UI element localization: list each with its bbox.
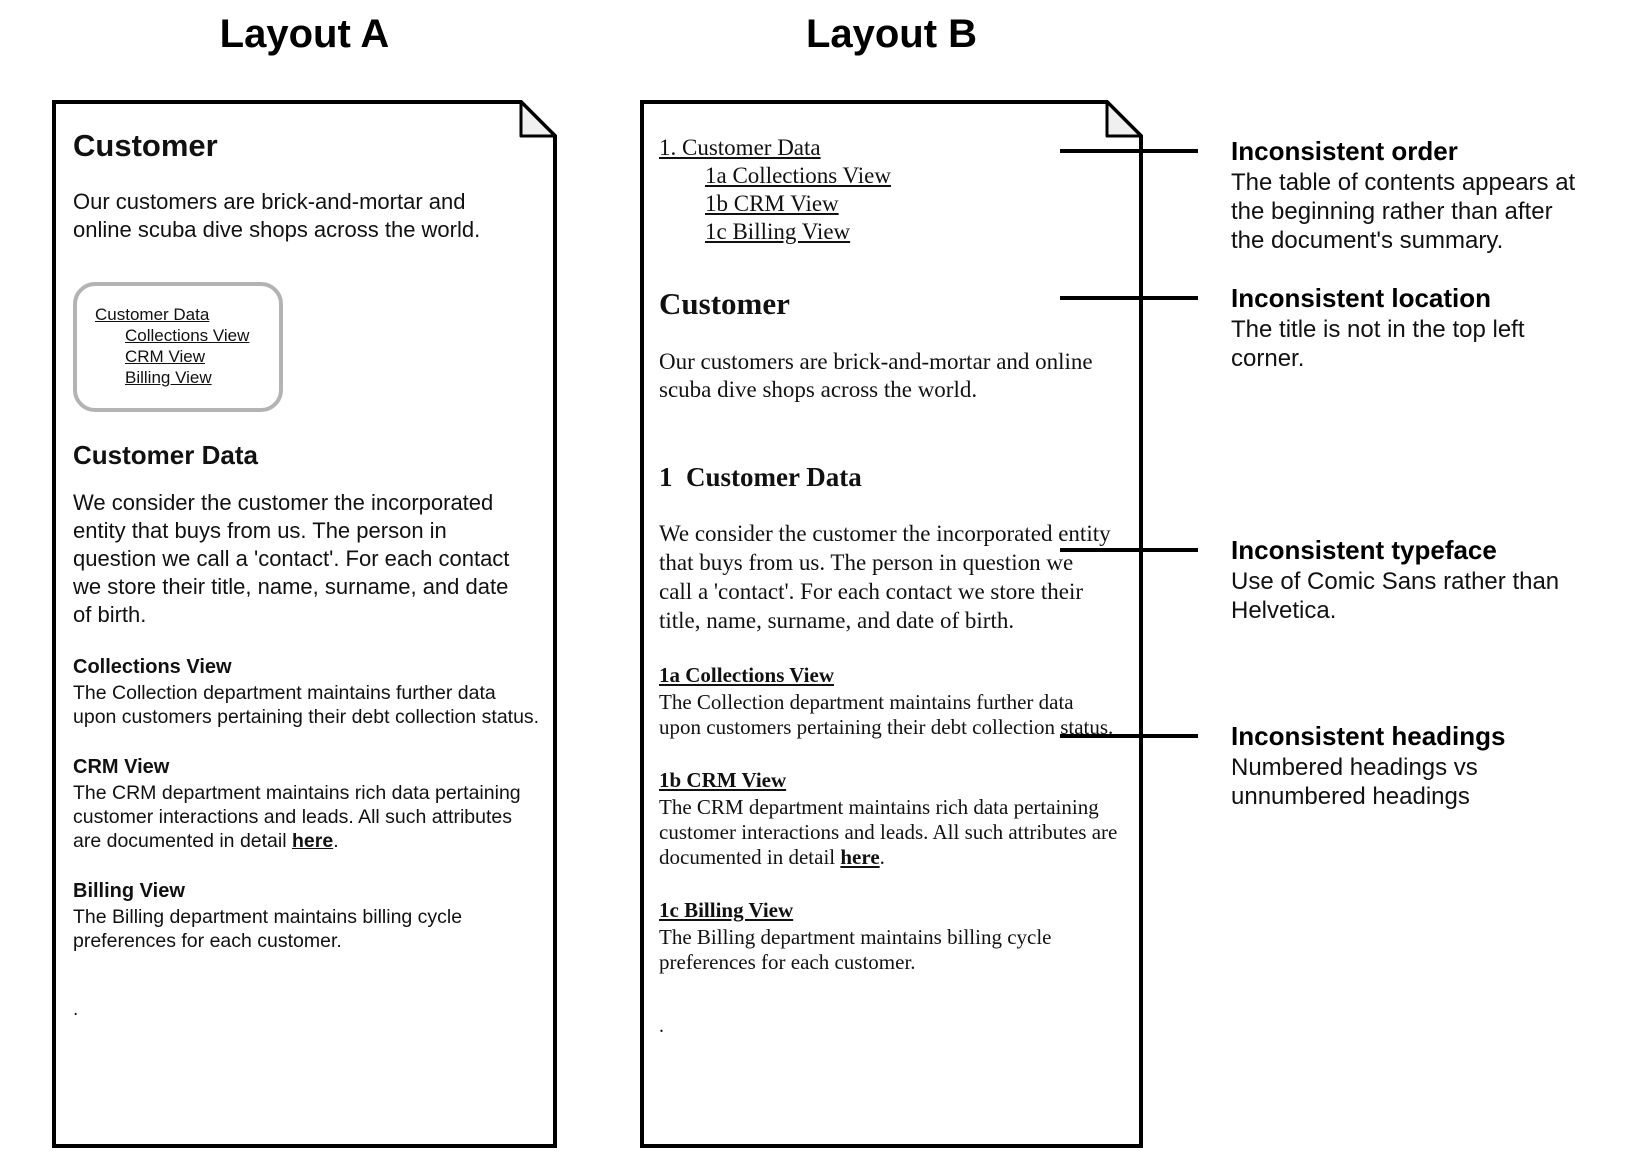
doc-a-billing-heading: Billing View <box>73 880 185 902</box>
document-a-content: Customer Our customers are brick-and-mor… <box>52 100 557 1148</box>
here-link[interactable]: here <box>291 830 334 852</box>
doc-a-trailing-period: . <box>73 999 79 1020</box>
document-layout-b: 1. Customer Data 1a Collections View 1b … <box>640 100 1143 1148</box>
page-outline-with-folded-corner-icon <box>52 100 557 1148</box>
annotation-title: Inconsistent order <box>1231 136 1458 166</box>
page-outline-with-folded-corner-icon <box>640 100 1143 1148</box>
annotation-inconsistent-typeface: Inconsistent typeface Use of Comic Sans … <box>1231 535 1603 625</box>
annotation-inconsistent-order: Inconsistent order The table of contents… <box>1231 136 1603 255</box>
toc-link-crm-view[interactable]: CRM View <box>125 347 205 366</box>
document-layout-a: Customer Our customers are brick-and-mor… <box>52 100 557 1148</box>
doc-a-section-heading: Customer Data <box>73 440 258 470</box>
annotation-title: Inconsistent headings <box>1231 721 1506 751</box>
here-link[interactable]: here <box>840 845 880 869</box>
annotation-title: Inconsistent typeface <box>1231 535 1497 565</box>
doc-b-collections-body: The Collection department maintains furt… <box>659 690 1114 739</box>
doc-b-billing-body: The Billing department maintains billing… <box>659 925 1052 974</box>
callout-line-inconsistent-order <box>1060 149 1198 153</box>
toc-link-collections-view[interactable]: Collections View <box>125 326 250 345</box>
doc-b-title: Customer <box>659 286 790 321</box>
doc-a-crm-body-text: The CRM department maintains rich data p… <box>73 782 521 852</box>
doc-a-section-body: We consider the customer the incorporate… <box>73 490 510 627</box>
callout-line-inconsistent-headings <box>1060 734 1198 738</box>
toc-link-1-customer-data[interactable]: 1. Customer Data <box>659 135 821 160</box>
doc-a-crm-body-period: . <box>333 830 339 852</box>
annotation-body: The table of contents appears at the beg… <box>1231 169 1576 254</box>
doc-b-toc: 1. Customer Data 1a Collections View 1b … <box>659 134 1133 246</box>
doc-a-crm-heading: CRM View <box>73 756 170 778</box>
doc-a-title: Customer <box>73 128 218 163</box>
toc-link-1b-crm-view[interactable]: 1b CRM View <box>705 191 839 216</box>
doc-b-collections-heading: 1a Collections View <box>659 663 834 687</box>
toc-link-customer-data[interactable]: Customer Data <box>95 305 210 324</box>
toc-link-billing-view[interactable]: Billing View <box>125 368 212 387</box>
doc-a-collections-heading: Collections View <box>73 656 232 678</box>
annotation-body: The title is not in the top left corner. <box>1231 316 1525 372</box>
toc-link-1c-billing-view[interactable]: 1c Billing View <box>705 219 851 244</box>
doc-a-crm-body: The CRM department maintains rich data p… <box>73 781 541 853</box>
annotation-body: Numbered headings vs unnumbered headings <box>1231 754 1478 810</box>
doc-b-crm-body-period: . <box>879 845 885 869</box>
document-b-content: 1. Customer Data 1a Collections View 1b … <box>640 100 1143 1148</box>
annotation-inconsistent-headings: Inconsistent headings Numbered headings … <box>1231 721 1603 811</box>
doc-a-summary: Our customers are brick-and-mortar and o… <box>73 189 481 242</box>
annotation-body: Use of Comic Sans rather than Helvetica. <box>1231 568 1560 624</box>
callout-line-inconsistent-location <box>1060 296 1198 300</box>
doc-b-billing-heading: 1c Billing View <box>659 898 794 922</box>
callout-line-inconsistent-typeface <box>1060 548 1198 552</box>
doc-b-trailing-period: . <box>659 1015 664 1037</box>
layout-b-title: Layout B <box>805 12 978 56</box>
annotation-title: Inconsistent location <box>1231 283 1492 313</box>
annotation-inconsistent-location: Inconsistent location The title is not i… <box>1231 283 1603 373</box>
doc-a-billing-body: The Billing department maintains billing… <box>73 906 463 952</box>
doc-a-collections-body: The Collection department maintains furt… <box>73 682 540 728</box>
doc-b-section-heading: 1 Customer Data <box>659 462 862 492</box>
toc-link-1a-collections-view[interactable]: 1a Collections View <box>705 163 891 188</box>
doc-b-crm-heading: 1b CRM View <box>659 768 787 792</box>
doc-a-toc-box: Customer Data Collections View CRM View … <box>73 282 283 412</box>
doc-b-section-body: We consider the customer the incorporate… <box>659 521 1111 633</box>
doc-b-summary: Our customers are brick-and-mortar and o… <box>659 349 1093 402</box>
doc-b-crm-body-text: The CRM department maintains rich data p… <box>659 795 1118 869</box>
doc-b-crm-body: The CRM department maintains rich data p… <box>659 795 1119 870</box>
layout-a-title: Layout A <box>219 12 390 56</box>
